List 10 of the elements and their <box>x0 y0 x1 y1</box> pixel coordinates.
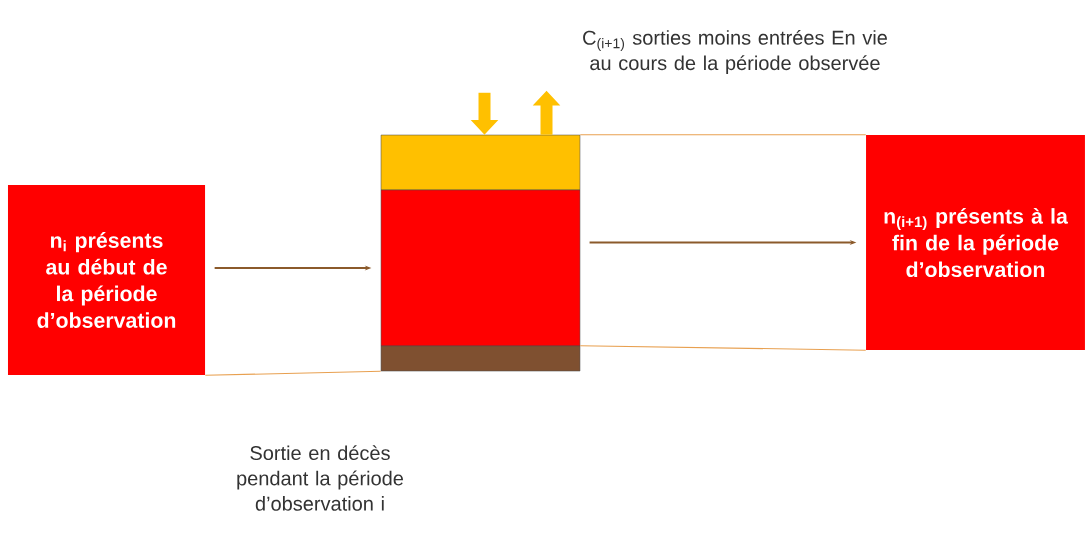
guide-line <box>204 370 382 376</box>
text-box: n$_{(i+1)}$ présents à la fin de la période d’observation <box>866 135 1085 350</box>
text-box: n$_{i}$ présents au début de la période d’observation <box>8 185 206 375</box>
stacked-band <box>380 345 581 372</box>
stacked-band <box>380 189 581 347</box>
guide-line <box>579 345 867 351</box>
guide-line <box>579 134 867 136</box>
caption-text: Sortie en décès pendant la période d’observation i <box>237 445 403 511</box>
caption-text: C$_{(i+1)}$ sorties moins entrées En vie au cours de la période observée <box>583 29 887 75</box>
stacked-band <box>380 134 581 191</box>
